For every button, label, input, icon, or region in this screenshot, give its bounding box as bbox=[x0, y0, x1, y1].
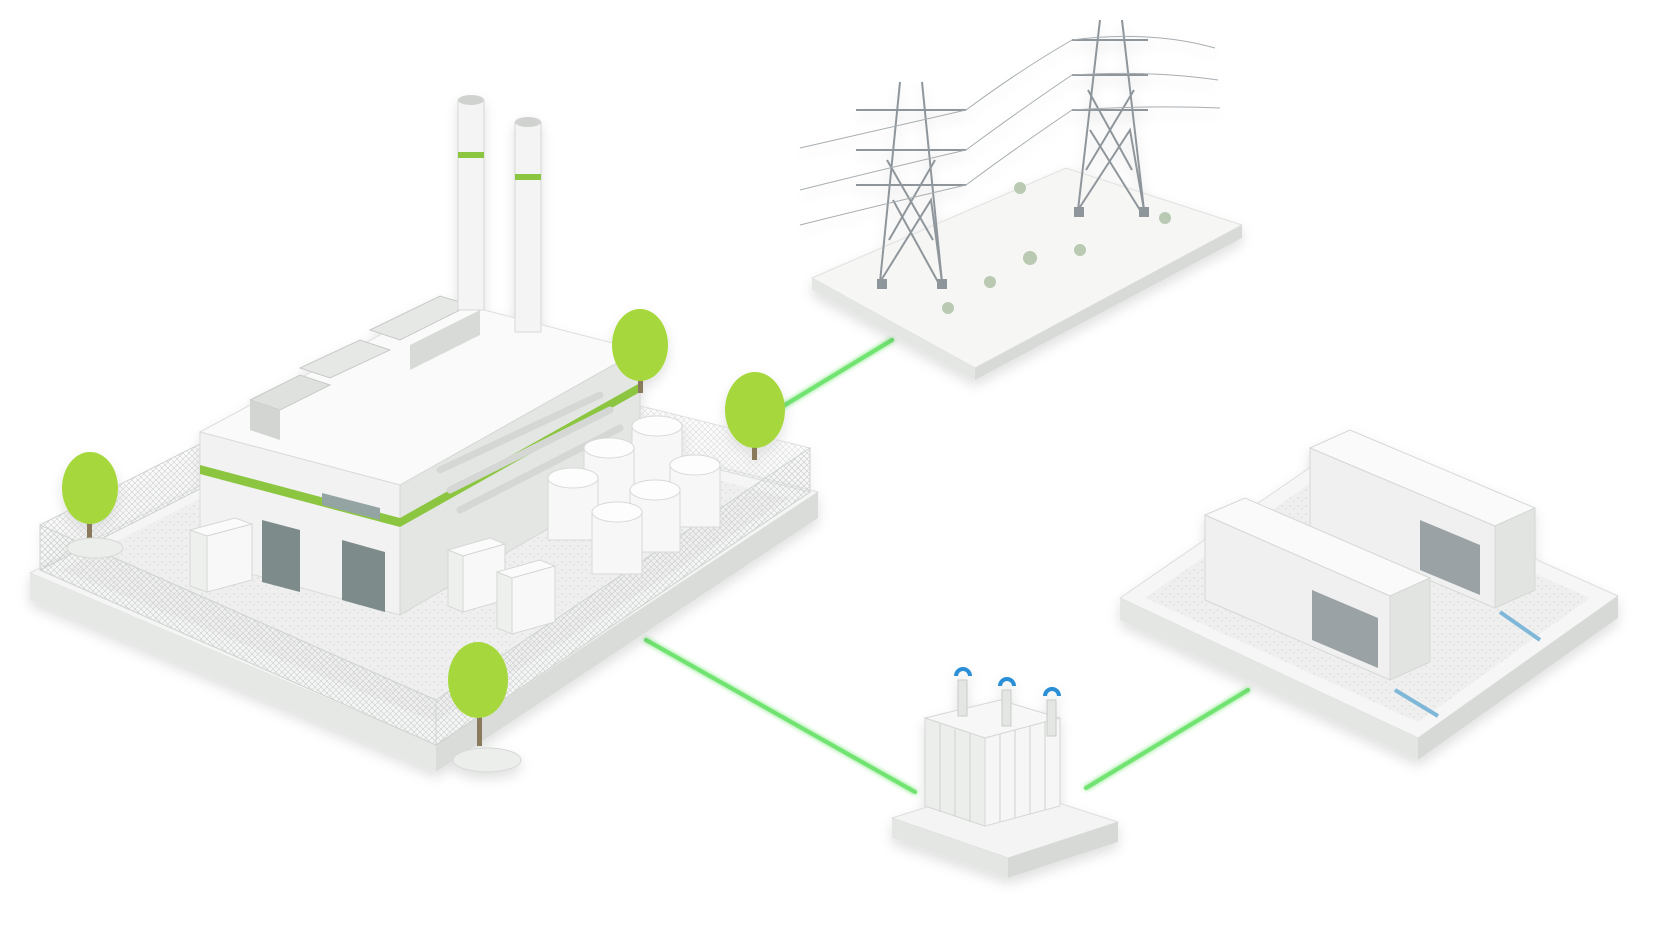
trees bbox=[62, 309, 785, 773]
connector-plant-to-towers bbox=[778, 338, 894, 410]
battery-container-icon bbox=[1118, 429, 1620, 760]
tree bbox=[62, 452, 124, 559]
power-lines bbox=[799, 35, 1221, 226]
storage-tanks bbox=[547, 415, 721, 575]
tree bbox=[612, 309, 668, 393]
chimneys bbox=[457, 95, 542, 333]
tower-right bbox=[1072, 19, 1149, 217]
tower-left bbox=[856, 81, 966, 289]
battery-container bbox=[1308, 429, 1537, 609]
power-plant-icon bbox=[28, 95, 820, 773]
bushings bbox=[954, 667, 1061, 737]
tree bbox=[725, 372, 785, 460]
electrical-cabinets bbox=[188, 517, 557, 635]
tree bbox=[448, 642, 522, 773]
cable-trench bbox=[1393, 610, 1542, 718]
connector-transformer-to-battery bbox=[1084, 688, 1250, 790]
battery-container bbox=[1203, 497, 1432, 681]
connector-plant-to-transformer bbox=[644, 638, 917, 794]
connector-lines bbox=[644, 338, 1250, 794]
transformer-icon bbox=[890, 667, 1120, 878]
shrubs bbox=[942, 182, 1171, 314]
transmission-tower-icon bbox=[799, 19, 1244, 380]
